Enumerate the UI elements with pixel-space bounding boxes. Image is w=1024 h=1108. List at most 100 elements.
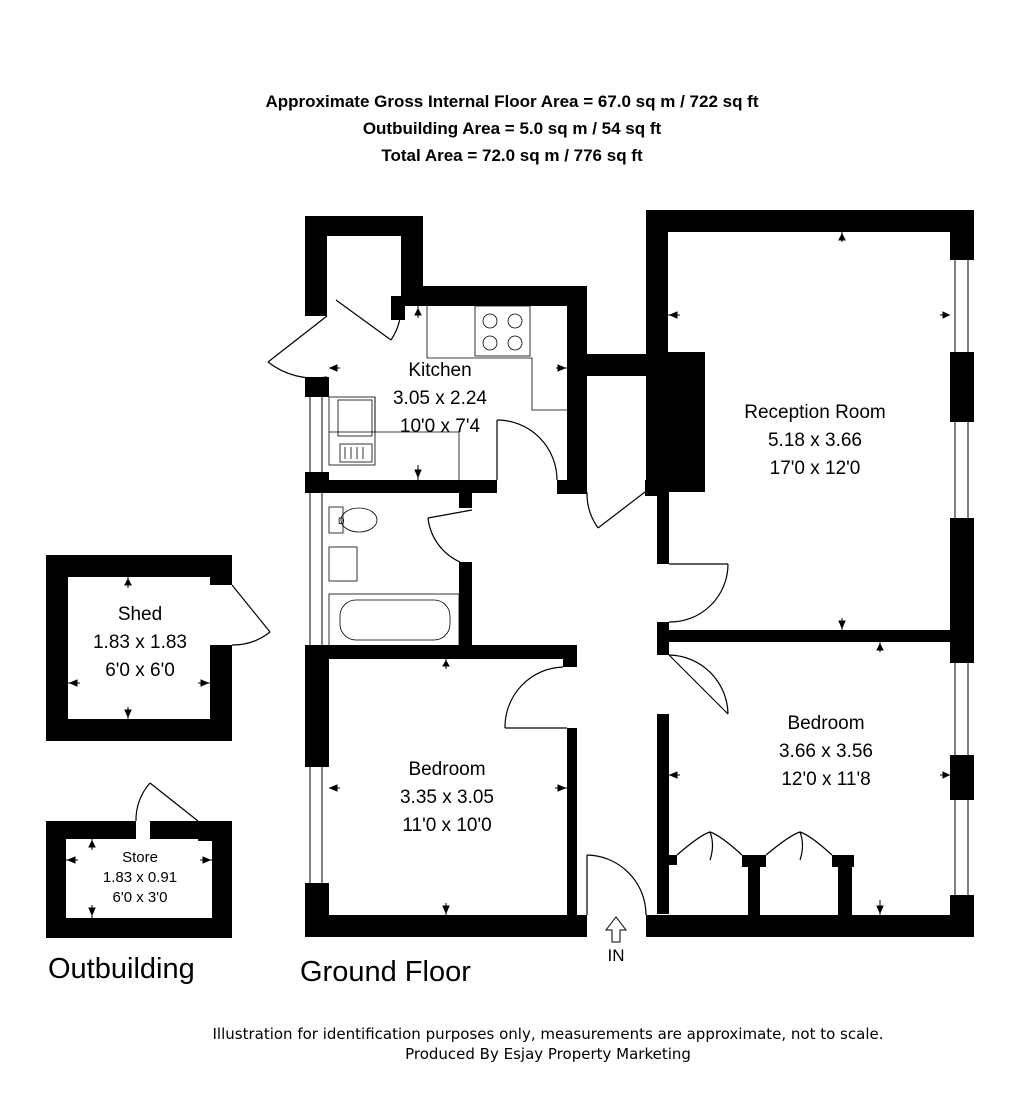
wall bbox=[305, 377, 329, 397]
wall bbox=[46, 555, 68, 741]
wall bbox=[567, 354, 667, 376]
room-metric: 3.35 x 3.05 bbox=[399, 787, 495, 808]
wall bbox=[305, 883, 329, 937]
room-imperial: 6'0 x 3'0 bbox=[112, 889, 168, 906]
wall bbox=[646, 210, 668, 495]
outbuilding-title: Outbuilding bbox=[48, 953, 195, 985]
wall bbox=[401, 286, 587, 306]
room-name: Kitchen bbox=[408, 360, 472, 381]
wall bbox=[210, 645, 232, 741]
ground-floor-title: Ground Floor bbox=[300, 956, 471, 988]
wall bbox=[557, 480, 587, 494]
door-swing bbox=[668, 563, 729, 623]
door-swing bbox=[427, 517, 461, 563]
wardrobe-door bbox=[799, 831, 833, 856]
wall bbox=[657, 480, 669, 564]
bath bbox=[328, 593, 460, 647]
door bbox=[267, 315, 328, 363]
wall bbox=[838, 855, 852, 925]
wall bbox=[212, 821, 232, 938]
wall bbox=[563, 645, 577, 667]
wall bbox=[950, 755, 974, 800]
wall bbox=[950, 210, 974, 260]
bedroom1-label: Bedroom 3.35 x 3.05 11'0 x 10'0 bbox=[377, 756, 517, 840]
room-imperial: 11'0 x 10'0 bbox=[402, 815, 492, 836]
door-swing bbox=[390, 303, 402, 341]
wall bbox=[391, 296, 405, 320]
room-name: Shed bbox=[117, 604, 163, 625]
room-imperial: 17'0 x 12'0 bbox=[769, 458, 861, 479]
producer-text: Produced By Esjay Property Marketing bbox=[405, 1045, 691, 1063]
sink-bowl bbox=[337, 399, 373, 437]
room-imperial: 10'0 x 7'4 bbox=[399, 416, 481, 437]
door bbox=[231, 584, 271, 633]
room-metric: 1.83 x 1.83 bbox=[92, 632, 188, 653]
door bbox=[335, 299, 392, 341]
door bbox=[668, 654, 729, 715]
door-swing bbox=[668, 654, 729, 715]
entrance-arrow bbox=[604, 916, 628, 943]
hob-ring bbox=[507, 335, 523, 351]
shed-label: Shed 1.83 x 1.83 6'0 x 6'0 bbox=[70, 601, 210, 685]
door-swing bbox=[586, 491, 599, 529]
room-name: Store bbox=[122, 849, 158, 866]
wardrobe-door bbox=[709, 831, 743, 856]
door-swing bbox=[586, 854, 647, 916]
hob-ring bbox=[507, 313, 523, 329]
wall bbox=[459, 490, 472, 508]
door bbox=[427, 509, 473, 519]
door-swing bbox=[496, 419, 558, 481]
wall bbox=[305, 216, 327, 316]
wardrobe-door bbox=[765, 831, 804, 861]
door bbox=[149, 782, 199, 822]
svg-text:D: D bbox=[338, 516, 345, 526]
wall bbox=[748, 855, 760, 925]
door-swing bbox=[231, 631, 271, 646]
wall bbox=[210, 555, 232, 585]
room-name: Bedroom bbox=[408, 759, 486, 780]
wall bbox=[567, 728, 577, 923]
disclaimer-text: Illustration for identification purposes… bbox=[212, 1025, 884, 1043]
outbuilding-area-text: Outbuilding Area = 5.0 sq m / 54 sq ft bbox=[362, 119, 662, 138]
wall bbox=[305, 216, 423, 236]
wall bbox=[950, 352, 974, 422]
room-metric: 3.66 x 3.56 bbox=[778, 741, 874, 762]
wall bbox=[46, 821, 66, 938]
kitchen-label: Kitchen 3.05 x 2.24 10'0 x 7'4 bbox=[370, 357, 510, 441]
wall bbox=[646, 210, 974, 232]
door-swing bbox=[504, 666, 564, 729]
gross-area-text: Approximate Gross Internal Floor Area = … bbox=[265, 92, 759, 111]
bedroom2-label: Bedroom 3.66 x 3.56 12'0 x 11'8 bbox=[756, 710, 896, 794]
room-imperial: 6'0 x 6'0 bbox=[105, 660, 175, 681]
door-swing bbox=[135, 782, 151, 822]
store-label: Store 1.83 x 0.91 6'0 x 3'0 bbox=[70, 848, 210, 908]
entrance-label: IN bbox=[607, 946, 625, 965]
hob-ring bbox=[482, 313, 498, 329]
basin bbox=[328, 546, 358, 582]
room-metric: 3.05 x 2.24 bbox=[392, 388, 488, 409]
wall bbox=[305, 480, 497, 493]
wall bbox=[46, 719, 232, 741]
wall bbox=[657, 714, 669, 914]
wall bbox=[401, 216, 423, 306]
wall bbox=[567, 354, 587, 494]
chimney-breast bbox=[667, 352, 705, 492]
door-swing bbox=[267, 361, 328, 379]
wall bbox=[657, 622, 669, 655]
wall bbox=[646, 915, 974, 937]
bath-tub bbox=[339, 599, 451, 641]
room-metric: 1.83 x 0.91 bbox=[102, 869, 178, 886]
wall bbox=[459, 562, 472, 646]
wall bbox=[198, 821, 218, 841]
room-name: Reception Room bbox=[744, 402, 886, 423]
toilet-bowl bbox=[340, 507, 378, 533]
door bbox=[597, 491, 646, 529]
wall bbox=[305, 915, 587, 937]
wall bbox=[46, 555, 232, 577]
wardrobe-door bbox=[676, 831, 714, 861]
hob-ring bbox=[482, 335, 498, 351]
room-imperial: 12'0 x 11'8 bbox=[781, 769, 871, 790]
wall bbox=[305, 645, 575, 659]
toilet-cistern bbox=[328, 506, 344, 534]
